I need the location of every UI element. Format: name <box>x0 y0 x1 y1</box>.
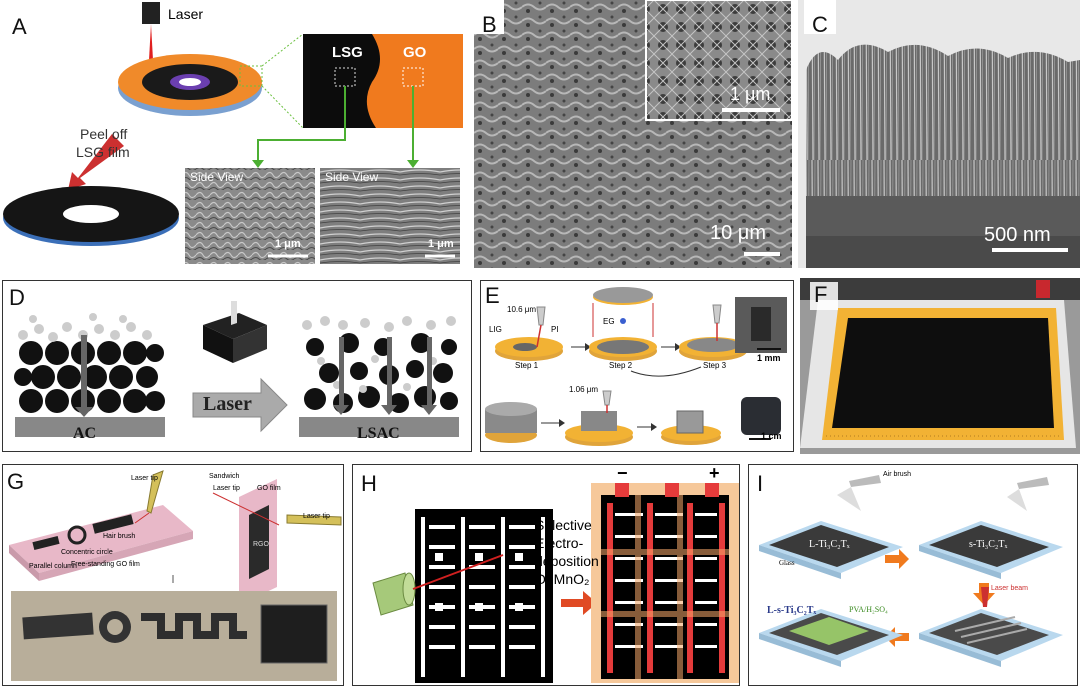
side-view-label-1: Side View <box>190 170 244 184</box>
step2-glass <box>919 477 1063 579</box>
panel-g: G Laser tip Sandwich Laser tip GO film L… <box>2 464 344 686</box>
panel-c-label: C <box>812 12 828 37</box>
positive-terminal-label: + <box>709 464 720 483</box>
scale-label-b-main: 10 μm <box>710 222 766 244</box>
laser-arrow <box>192 377 288 433</box>
electrodeposition-text-line2: Electro- <box>535 535 584 551</box>
lig-label: LIG <box>489 325 502 334</box>
concentric-circle-label: Concentric circle <box>61 549 113 556</box>
lsac-particles <box>299 316 459 437</box>
air-brush-label: Air brush <box>883 471 912 478</box>
rgo-label: RGO <box>253 541 269 548</box>
laser-tip-label-2: Laser tip <box>213 485 240 492</box>
ac-particles <box>14 313 165 437</box>
scale-label-a2: 1 μm <box>428 238 454 250</box>
step1-label: Step 1 <box>515 361 539 370</box>
panel-a: A Laser LSG GO Peel off LSG film Side Vi… <box>0 0 470 270</box>
laser-device-icon <box>203 301 267 363</box>
cube-photo <box>741 397 781 435</box>
peel-label-line1: Peel off <box>80 126 128 142</box>
lsg-label: LSG <box>332 44 363 61</box>
laser-beam-label: Laser beam <box>991 585 1028 592</box>
laser-tip-label-1: Laser tip <box>131 475 158 482</box>
step4-glass <box>759 609 903 667</box>
lsac-label: LSAC <box>357 425 400 442</box>
free-standing-label: Free-standing GO film <box>71 561 140 568</box>
stack-device <box>485 402 537 443</box>
step2-film-label: s-Ti₃C₂Tₓ <box>969 539 1008 550</box>
panel-f: F <box>800 278 1080 454</box>
wavelength-label-2: 1.06 μm <box>569 385 599 394</box>
step1-device <box>495 306 563 361</box>
panel-d-label: D <box>9 285 25 310</box>
panel-g-label: G <box>7 469 25 494</box>
parallel-column-label: Parallel column <box>29 563 77 570</box>
electrodeposition-text-line3: deposition <box>535 553 599 569</box>
ac-label: AC <box>73 425 97 442</box>
laser-head <box>372 554 504 616</box>
mxene-device-process <box>759 475 1063 667</box>
sem-image-b <box>474 0 792 268</box>
step2-label: Step 2 <box>609 361 633 370</box>
eg-label: EG <box>603 317 615 326</box>
step2-device <box>589 287 657 361</box>
panel-e: E 10.6 μm LIG PI EG Step 1 Step 2 Step 3… <box>480 280 794 452</box>
panel-f-label-bg <box>810 282 838 310</box>
panel-c-label-bg <box>804 0 836 34</box>
panel-b-label-bg <box>474 0 504 34</box>
step3-device <box>679 304 747 361</box>
step1-glass <box>759 475 903 579</box>
glass-label: Glass <box>779 559 795 567</box>
panel-c: C 500 nm <box>798 0 1080 268</box>
go-film-label: GO film <box>257 485 281 492</box>
panel-f-label: F <box>814 282 828 307</box>
electrodeposition-text-line1: Selective <box>535 517 592 533</box>
electrolyte-label: PVA/H₂SO₄ <box>849 605 888 614</box>
negative-terminal-label: − <box>617 464 628 483</box>
panel-e-label: E <box>485 283 500 308</box>
electrodeposition-text-line4: Of MnO₂ <box>535 571 590 587</box>
scale-label-c: 500 nm <box>984 224 1051 246</box>
step3-label: Step 3 <box>703 361 727 370</box>
panel-h-label: H <box>361 471 377 496</box>
panel-b-label: B <box>482 12 497 37</box>
panel-i: I Air brush L-Ti₃C₂Tₓ Glass s-Ti₃C₂Tₓ La… <box>748 464 1078 686</box>
scale-label-e1: 1 mm <box>757 353 781 363</box>
electrodeposition-diagram <box>372 483 739 683</box>
sandwich-label: Sandwich <box>209 473 240 480</box>
panel-a-figure <box>3 2 463 264</box>
comb-electrodes-left <box>415 509 553 683</box>
cube-device <box>565 390 633 446</box>
panel-h: H Selective Electro- deposition Of MnO₂ … <box>352 464 740 686</box>
laser-arrow-label: Laser <box>203 393 252 415</box>
device-label: L-s-Ti₃C₂Tₓ <box>767 605 817 616</box>
peel-label-line2: LSG film <box>76 144 130 160</box>
lig-process-diagram <box>485 287 787 446</box>
laser-scribing-diagram <box>14 301 459 437</box>
go-label: GO <box>403 44 427 61</box>
step3-glass <box>919 587 1063 667</box>
panel-b: B 1 μm 10 μm <box>474 0 792 268</box>
laser-tip-label-3: Laser tip <box>303 513 330 520</box>
cube-result <box>661 410 721 445</box>
side-view-label-2: Side View <box>325 170 379 184</box>
go-film-patterning-diagram <box>9 470 342 681</box>
hair-brush-label: Hair brush <box>103 533 136 540</box>
panel-d: D Laser AC LSAC <box>2 280 472 452</box>
sem-image-c <box>798 0 1080 268</box>
panel-a-label: A <box>12 14 27 39</box>
laser-label: Laser <box>168 6 204 22</box>
comb-electrodes-right <box>591 483 739 683</box>
scale-label-e2: 1 cm <box>761 431 782 441</box>
wavelength-label-1: 10.6 μm <box>507 305 537 314</box>
large-area-photo <box>800 278 1080 454</box>
panel-i-label: I <box>757 471 764 496</box>
scale-label-b-inset: 1 μm <box>730 84 771 104</box>
pi-label: PI <box>551 325 559 334</box>
scale-label-a1: 1 μm <box>275 238 301 250</box>
step1-film-label: L-Ti₃C₂Tₓ <box>809 539 850 550</box>
